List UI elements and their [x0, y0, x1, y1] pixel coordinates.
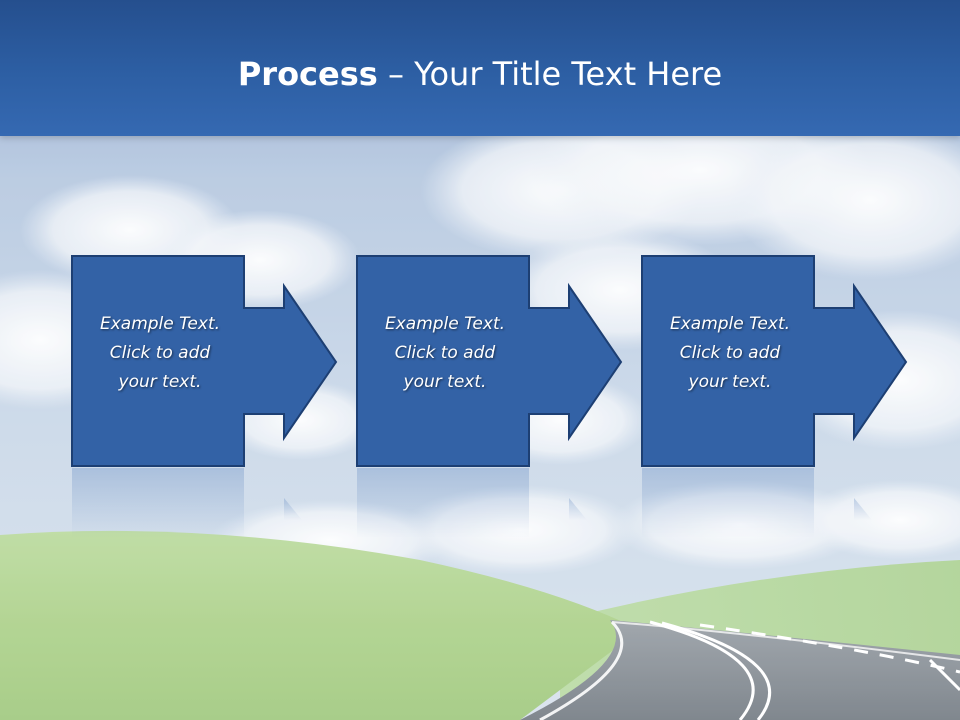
step-1-line-1: Example Text.	[99, 314, 221, 334]
step-3-line-2: Click to add	[679, 343, 781, 363]
process-step-1[interactable]: Example Text. Click to add your text.	[71, 255, 412, 468]
slide-title[interactable]: Process – Your Title Text Here	[0, 50, 960, 98]
title-bar: Process – Your Title Text Here	[0, 0, 960, 136]
step-1-reflection	[72, 468, 412, 538]
step-3-line-3: your text.	[688, 372, 772, 392]
step-1-line-3: your text.	[118, 372, 202, 392]
step-1-text[interactable]: Example Text. Click to add your text.	[72, 310, 248, 397]
step-2-arrow-shape	[356, 255, 623, 467]
process-step-2[interactable]: Example Text. Click to add your text.	[356, 255, 697, 468]
step-2-line-2: Click to add	[394, 343, 496, 363]
step-3-reflection	[642, 468, 960, 538]
step-2-text[interactable]: Example Text. Click to add your text.	[357, 310, 533, 397]
step-2-line-3: your text.	[403, 372, 487, 392]
step-1-arrow-shape	[71, 255, 338, 467]
step-1-line-2: Click to add	[109, 343, 211, 363]
step-2-line-1: Example Text.	[384, 314, 506, 334]
step-2-reflection	[357, 468, 697, 538]
process-step-3[interactable]: Example Text. Click to add your text.	[641, 255, 960, 468]
title-bold-part: Process	[237, 55, 378, 93]
title-regular-part: – Your Title Text Here	[387, 55, 723, 93]
step-3-text[interactable]: Example Text. Click to add your text.	[642, 310, 818, 397]
step-3-arrow-shape	[641, 255, 908, 467]
step-3-line-1: Example Text.	[669, 314, 791, 334]
